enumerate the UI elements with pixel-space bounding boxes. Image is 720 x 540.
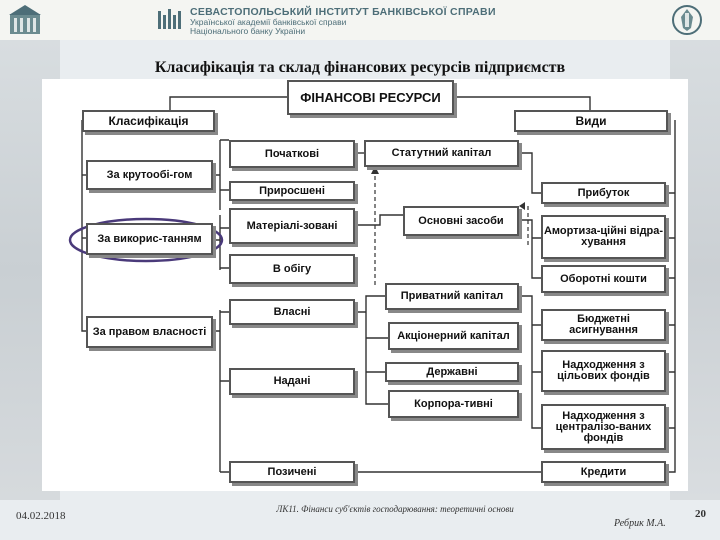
classification-box: Класифікація [82, 110, 215, 132]
joint-stock-capital-box: Акціонерний капітал [388, 322, 519, 350]
institute-name-block: СЕВАСТОПОЛЬСЬКИЙ ІНСТИТУТ БАНКІВСЬКОЇ СП… [190, 6, 550, 36]
root-label: ФІНАНСОВІ РЕСУРСИ [300, 89, 441, 105]
borrowed-box: Позичені [229, 461, 355, 483]
budget-allocations-box: Бюджетні асигнування [541, 309, 666, 341]
initial-box: Початкові [229, 140, 355, 168]
nbu-emblem-logo [672, 5, 702, 35]
provided-box: Надані [229, 368, 355, 395]
slide-title: Класифікація та склад фінансових ресурсі… [154, 59, 566, 76]
working-capital-box: Оборотні кошти [541, 265, 666, 293]
institute-subtitle-1: Української академії банківської справи [190, 17, 347, 27]
centralized-funds-box: Надходження з централізо-ваних фондів [541, 404, 666, 450]
institute-name: СЕВАСТОПОЛЬСЬКИЙ ІНСТИТУТ БАНКІВСЬКОЇ СП… [190, 6, 496, 18]
institute-subtitle-2: Національного банку України [190, 26, 306, 36]
credits-box: Кредити [541, 461, 666, 483]
header-bar: СЕВАСТОПОЛЬСЬКИЙ ІНСТИТУТ БАНКІВСЬКОЇ СП… [0, 0, 720, 40]
root-box: ФІНАНСОВІ РЕСУРСИ [287, 80, 454, 115]
criterion-usage: За викорис-танням [86, 223, 213, 255]
institute-building-logo [9, 5, 41, 34]
footer-lecture: ЛК11. Фінанси суб'єктів господарювання: … [276, 504, 514, 514]
private-capital-box: Приватний капітал [385, 283, 519, 310]
footer-date: 04.02.2018 [16, 510, 66, 522]
state-box: Державні [385, 362, 519, 382]
in-circulation-box: В обігу [229, 254, 355, 284]
charter-capital-box: Статутний капітал [364, 140, 519, 167]
own-box: Власні [229, 299, 355, 325]
bank-bars-logo [158, 9, 181, 29]
highlight-ellipse [68, 217, 224, 263]
depreciation-box: Амортиза-ційні відра-хування [541, 215, 666, 259]
page-number: 20 [695, 508, 706, 520]
footer-author: Ребрик М.А. [614, 518, 666, 529]
target-funds-box: Надходження з цільових фондів [541, 350, 666, 392]
criterion-ownership: За правом власності [86, 316, 213, 348]
criterion-turnover: За крутообі-гом [86, 160, 213, 190]
kinds-box: Види [514, 110, 668, 132]
materialized-box: Матеріалі-зовані [229, 208, 355, 244]
corporate-box: Корпора-тивні [388, 390, 519, 418]
increased-box: Приросшені [229, 181, 355, 201]
profit-box: Прибуток [541, 182, 666, 204]
fixed-assets-box: Основні засоби [403, 206, 519, 236]
